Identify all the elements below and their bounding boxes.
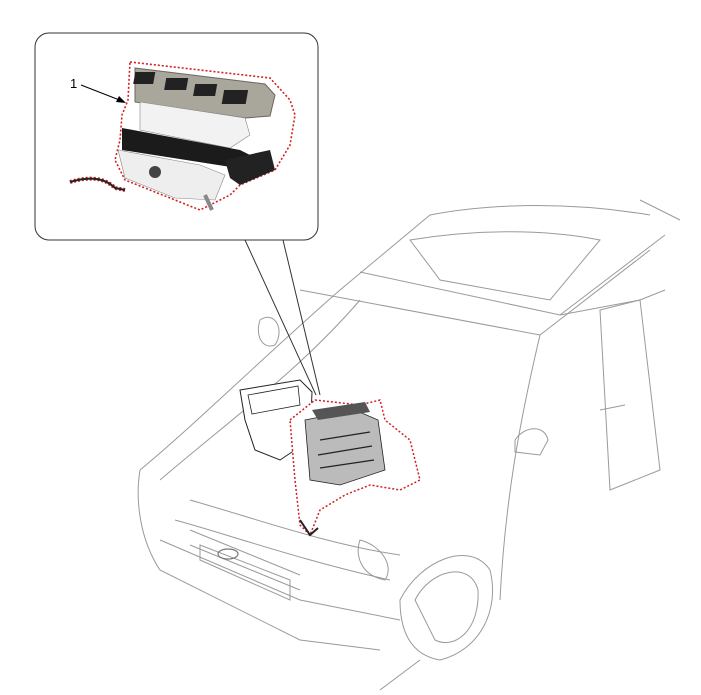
callout-number-label: 1 [70, 76, 78, 91]
hvac-unit-photo [69, 61, 296, 211]
leader-lines [244, 239, 321, 396]
hyundai-logo [217, 548, 239, 560]
callout-arrow [80, 84, 126, 103]
car-outline [137, 199, 681, 691]
hvac-unit-installed [239, 379, 421, 537]
